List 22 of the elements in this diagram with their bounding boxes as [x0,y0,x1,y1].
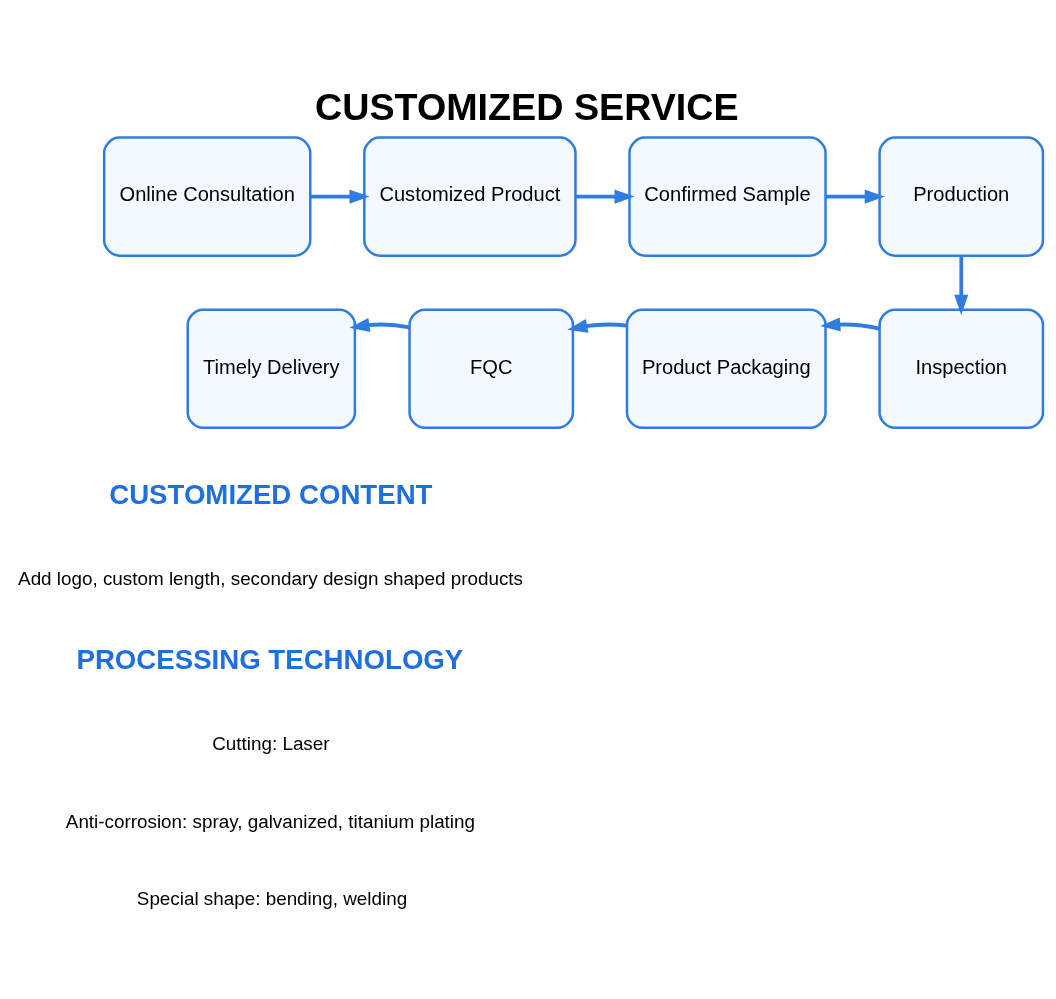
node-box: Customized Product [363,136,577,257]
arrow [575,189,635,204]
node-box: Online Consultation [102,136,312,257]
diagram-title: CUSTOMIZED SERVICE [314,85,739,128]
arrow [310,189,370,204]
arrow [349,317,410,332]
label: Add logo, custom length, secondary design shaped products [18,567,523,589]
node-box: Production [878,136,1045,257]
node-box: Inspection [878,308,1045,430]
label: Cutting: Laser [212,732,330,754]
arrow [820,317,880,332]
node-box: Timely Delivery [186,308,357,430]
node-box: Product Packaging [625,308,827,430]
label: Special shape: bending, welding [136,888,408,910]
node-box: Confirmed Sample [628,136,827,257]
arrow [825,189,885,204]
label: CUSTOMIZED CONTENT [109,479,433,511]
arrow [567,319,628,333]
label: PROCESSING TECHNOLOGY [76,643,464,675]
label: Anti-corrosion: spray, galvanized, titanium plating [65,810,476,832]
arrow [954,255,969,316]
node-box: FQC [408,308,575,430]
